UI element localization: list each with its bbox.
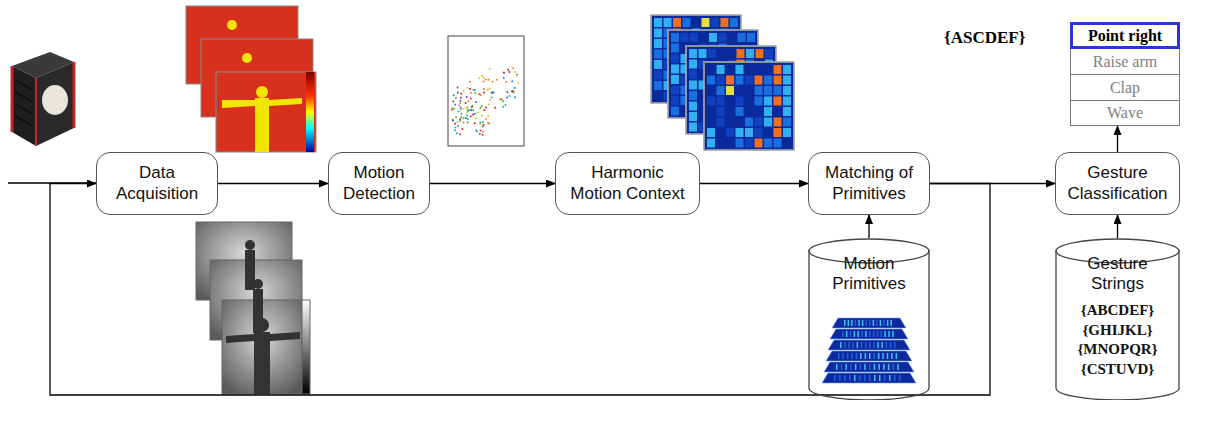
flow-arrow — [50, 184, 990, 396]
camera-icon — [12, 52, 74, 146]
database-cylinder: Gesture Strings {ABCDEF}{GHIJKL}{MNOPQR}{… — [1055, 238, 1180, 400]
gesture-string: {CSTUVD} — [1081, 360, 1155, 380]
intensity-images — [196, 222, 310, 394]
gesture-string: {MNOPQR} — [1077, 340, 1157, 360]
node-label: Matching of Primitives — [817, 163, 921, 204]
flow-arrow — [1117, 215, 1118, 238]
process-box: Gesture Classification — [1055, 152, 1180, 215]
primitive-stack — [822, 318, 916, 383]
process-box: Matching of Primitives — [808, 152, 930, 215]
gesture-string: {ABCDEF} — [1081, 301, 1155, 321]
node-label: Point right — [1088, 27, 1162, 45]
process-box: Data Acquisition — [96, 152, 218, 215]
sequence-label: {ASCDEF} — [942, 28, 1027, 48]
node-label: Gesture Strings — [1072, 254, 1164, 293]
flow-arrow — [1117, 126, 1118, 152]
flow-arrow — [868, 215, 869, 238]
node-label: Wave — [1107, 104, 1143, 122]
database-cylinder: Motion Primitives — [808, 238, 930, 400]
node-label: Motion Detection — [337, 163, 421, 204]
depth-images — [186, 6, 316, 152]
flow-arrow — [700, 183, 808, 184]
node-label: Clap — [1110, 79, 1140, 97]
flow-arrow — [218, 183, 328, 184]
process-box: Motion Detection — [328, 152, 430, 215]
node-label: Data Acquisition — [105, 163, 209, 204]
result-item: Raise arm — [1070, 48, 1180, 75]
node-label: Motion Primitives — [823, 254, 915, 293]
result-item: Point right — [1070, 22, 1180, 49]
node-label: Raise arm — [1093, 53, 1157, 71]
point-cloud — [448, 36, 524, 146]
node-label: Harmonic Motion Context — [564, 163, 691, 204]
result-item: Wave — [1070, 100, 1180, 126]
harmonic-maps — [651, 15, 794, 150]
result-item: Clap — [1070, 74, 1180, 101]
node-label: Gesture Classification — [1064, 163, 1171, 204]
gesture-string: {GHIJKL} — [1082, 321, 1152, 341]
process-box: Harmonic Motion Context — [555, 152, 700, 215]
flow-arrow — [430, 183, 555, 184]
